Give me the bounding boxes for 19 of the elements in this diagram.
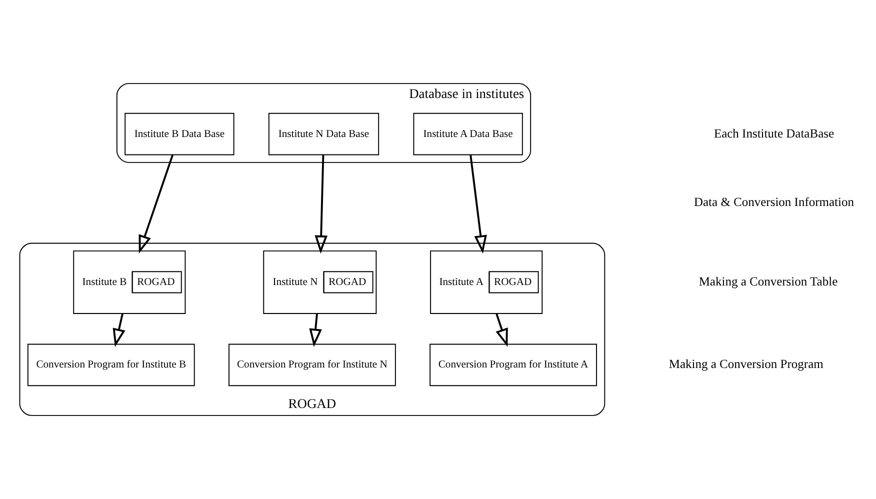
label: Making a Conversion Program bbox=[668, 357, 824, 372]
arrow bbox=[138, 154, 174, 254]
arrow bbox=[112, 314, 126, 347]
arrow bbox=[496, 313, 508, 347]
label: Each Institute DataBase bbox=[714, 126, 834, 140]
arrow bbox=[309, 314, 322, 348]
node-box: Conversion Program for Institute N bbox=[228, 344, 396, 386]
node-box: Conversion Program for Institute B bbox=[27, 344, 195, 386]
node-box: Conversion Program for Institute A bbox=[430, 344, 597, 386]
node-box: Institute N Data Base bbox=[268, 112, 380, 156]
node-box: Institute B Data Base bbox=[124, 112, 234, 156]
label: Making a Conversion Table bbox=[698, 274, 838, 288]
node-box: Institute A Data Base bbox=[413, 112, 523, 156]
arrow bbox=[470, 154, 487, 254]
arrow bbox=[314, 155, 328, 254]
label: Data & Conversion Information bbox=[694, 195, 854, 210]
node-box: Institute B ROGAD bbox=[73, 250, 186, 314]
node-box: Institute A ROGAD bbox=[430, 250, 543, 314]
node-box: Institute N ROGAD bbox=[263, 250, 377, 314]
